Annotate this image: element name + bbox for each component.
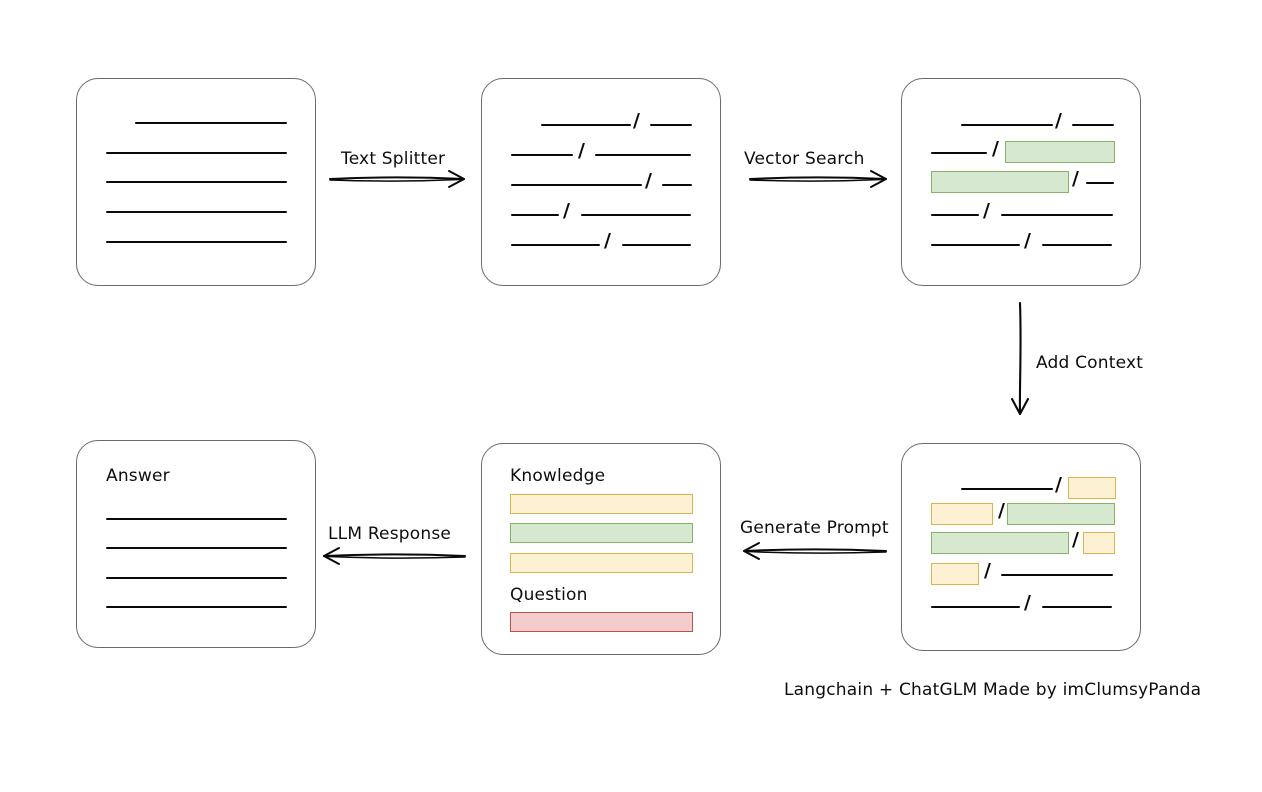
prompt-box-highlight-red[interactable] — [510, 612, 693, 632]
split-document-separator-slash: / — [604, 229, 611, 252]
context-document-separator-slash: / — [1072, 528, 1079, 551]
context-document-highlight-green[interactable] — [931, 532, 1069, 554]
matched-document-separator-slash: / — [1024, 229, 1031, 252]
matched-document-separator-slash: / — [1072, 167, 1079, 190]
source-document-line — [106, 181, 287, 184]
answer-box-line — [106, 606, 287, 609]
matched-document-line — [1072, 124, 1114, 127]
document-box-answer-box[interactable] — [76, 440, 316, 648]
split-document-line — [595, 154, 691, 157]
split-document-separator-slash: / — [645, 169, 652, 192]
split-document-separator-slash: / — [563, 199, 570, 222]
context-document-separator-slash: / — [1055, 473, 1062, 496]
split-document-line — [662, 184, 692, 187]
prompt-box-highlight-yellow[interactable] — [510, 553, 693, 573]
edge-label-add-context: Add Context — [1036, 353, 1144, 373]
matched-document-highlight-green[interactable] — [1005, 141, 1115, 163]
context-document-separator-slash: / — [998, 499, 1005, 522]
matched-document-separator-slash: / — [983, 199, 990, 222]
matched-document-line — [1042, 244, 1112, 247]
context-document-line — [931, 606, 1020, 609]
split-document-line — [511, 184, 642, 187]
edge-label-llm-response: LLM Response — [328, 524, 452, 544]
document-box-split-document[interactable] — [481, 78, 721, 286]
context-document-separator-slash: / — [1024, 591, 1031, 614]
matched-document-line — [931, 152, 987, 155]
split-document-separator-slash: / — [633, 109, 640, 132]
answer-box-line — [106, 577, 287, 580]
context-document-highlight-yellow[interactable] — [1068, 477, 1116, 499]
split-document-line — [581, 214, 691, 217]
matched-document-line — [961, 124, 1053, 127]
matched-document-separator-slash: / — [1055, 109, 1062, 132]
matched-document-line — [1001, 214, 1113, 217]
source-document-line — [106, 211, 287, 214]
matched-document-line — [1086, 182, 1114, 185]
prompt-box-highlight-yellow[interactable] — [510, 494, 693, 514]
prompt-box-heading: Knowledge — [510, 466, 606, 486]
matched-document-line — [931, 244, 1020, 247]
edge-label-generate-prompt: Generate Prompt — [740, 518, 889, 538]
matched-document-separator-slash: / — [992, 137, 999, 160]
context-document-line — [1042, 606, 1112, 609]
source-document-line — [106, 152, 287, 155]
context-document-line — [961, 488, 1053, 491]
split-document-line — [622, 244, 691, 247]
context-document-highlight-yellow[interactable] — [1083, 532, 1115, 554]
answer-box-heading: Answer — [106, 466, 170, 486]
edge-label-vector-search: Vector Search — [744, 149, 865, 169]
matched-document-line — [931, 214, 979, 217]
context-document-separator-slash: / — [984, 559, 991, 582]
edge-label-text-splitter: Text Splitter — [341, 149, 446, 169]
split-document-line — [541, 124, 631, 127]
split-document-line — [511, 154, 573, 157]
split-document-line — [511, 244, 600, 247]
source-document-line — [106, 241, 287, 244]
answer-box-line — [106, 518, 287, 521]
context-document-highlight-yellow[interactable] — [931, 563, 979, 585]
prompt-box-heading: Question — [510, 585, 588, 605]
matched-document-highlight-green[interactable] — [931, 171, 1069, 193]
context-document-highlight-green[interactable] — [1007, 503, 1115, 525]
prompt-box-highlight-green[interactable] — [510, 523, 693, 543]
split-document-line — [511, 214, 559, 217]
source-document-line — [135, 122, 287, 125]
split-document-line — [650, 124, 692, 127]
context-document-highlight-yellow[interactable] — [931, 503, 993, 525]
answer-box-line — [106, 547, 287, 550]
footer-credit: Langchain + ChatGLM Made by imClumsyPand… — [784, 680, 1202, 700]
split-document-separator-slash: / — [578, 139, 585, 162]
context-document-line — [1001, 574, 1113, 577]
